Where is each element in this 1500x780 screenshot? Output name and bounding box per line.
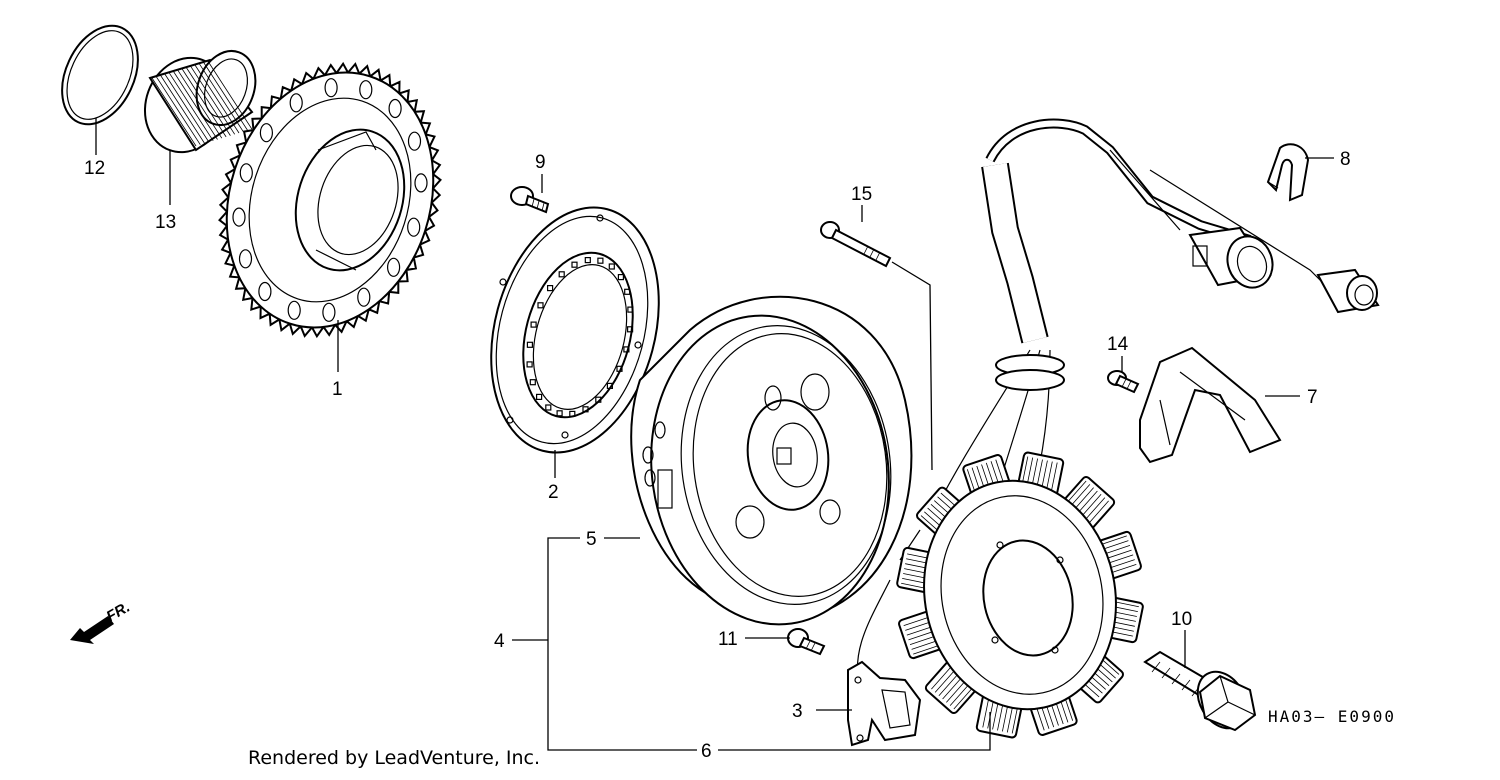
callout-5: 5	[586, 529, 597, 550]
clutch-roller	[571, 261, 578, 268]
clutch-roller	[569, 410, 576, 417]
clutch-roller	[584, 257, 591, 264]
callout-12: 12	[84, 158, 105, 179]
needle-roller	[151, 77, 197, 147]
clutch-roller	[626, 326, 634, 333]
part-5-flywheel-rotor[interactable]	[630, 295, 913, 640]
callout-11: 11	[718, 629, 738, 650]
gear-hole	[239, 163, 253, 183]
callout-14: 14	[1107, 334, 1129, 355]
callout-8: 8	[1340, 149, 1351, 170]
clutch-roller	[526, 361, 533, 368]
clutch-roller	[623, 346, 630, 353]
clutch-roller	[595, 396, 602, 403]
part-1-starter-driven-gear[interactable]	[195, 45, 466, 354]
connector-small[interactable]	[1316, 268, 1380, 314]
callout-6: 6	[701, 741, 712, 762]
clutch-roller	[617, 274, 625, 281]
connector-large[interactable]	[1188, 226, 1280, 294]
part-13-needle-bearing[interactable]	[132, 43, 265, 164]
needle-roller	[198, 63, 244, 132]
needle-roller	[186, 67, 231, 136]
needle-roller	[181, 68, 227, 138]
clutch-roller	[616, 365, 623, 372]
part-14-screw[interactable]	[1107, 370, 1140, 394]
gear-hole	[289, 93, 303, 113]
needle-roller	[190, 66, 236, 135]
callout-9: 9	[535, 152, 546, 173]
clutch-roller	[597, 257, 604, 264]
part-11-bolt[interactable]	[787, 628, 826, 656]
clutch-roller	[529, 379, 536, 386]
gear-hole	[322, 302, 336, 322]
callout-labels: 12 13 1 2 9 15 8 14 7 10 11 3 5 4 6	[84, 149, 1351, 762]
clutch-roller	[546, 285, 554, 292]
clutch-roller	[558, 271, 565, 278]
part-8-clamp[interactable]	[1266, 143, 1310, 202]
direction-arrow-icon: FR.	[70, 599, 133, 644]
gear-hole	[238, 249, 253, 269]
clutch-roller	[606, 382, 614, 389]
clutch-roller	[556, 410, 563, 417]
part-15-long-bolt[interactable]	[820, 221, 892, 268]
part-2-starter-clutch[interactable]	[465, 189, 684, 472]
callout-13: 13	[155, 212, 176, 233]
render-credit: Rendered by LeadVenture, Inc.	[248, 747, 540, 769]
clutch-roller	[526, 341, 534, 348]
needle-roller	[164, 73, 210, 143]
wire-harness[interactable]	[856, 118, 1331, 691]
leader-lines	[95, 118, 1334, 751]
gear-hole	[407, 217, 421, 237]
needle-roller	[173, 71, 218, 140]
clutch-roller	[545, 404, 552, 411]
part-12-snap-ring[interactable]	[47, 14, 153, 137]
callout-10: 10	[1171, 609, 1192, 630]
clutch-roller	[582, 406, 589, 413]
clutch-roller	[624, 288, 631, 295]
drawing-code: HA03– E0900	[1268, 707, 1396, 726]
clutch-roller	[530, 321, 537, 328]
clutch-roller	[535, 393, 543, 400]
gear-hole	[324, 78, 338, 98]
gear-hole	[287, 300, 301, 320]
gear-hole	[407, 131, 422, 151]
gear-hole	[359, 80, 373, 100]
part-9-bolt[interactable]	[510, 186, 550, 214]
callout-2: 2	[548, 482, 559, 503]
gear-hole	[357, 287, 371, 307]
callout-3: 3	[792, 701, 803, 722]
needle-roller	[160, 75, 205, 144]
needle-roller	[177, 69, 223, 139]
callout-15: 15	[851, 184, 872, 205]
part-7-wire-guide[interactable]	[1139, 346, 1282, 464]
part-10-flange-bolt[interactable]	[1143, 650, 1257, 737]
needle-roller	[168, 72, 214, 142]
needle-roller	[203, 62, 248, 131]
needle-roller	[207, 60, 253, 130]
needle-roller	[194, 64, 240, 134]
clutch-roller	[537, 302, 544, 309]
gear-hole	[387, 257, 401, 277]
callout-1: 1	[332, 379, 343, 400]
gear-hole	[232, 207, 246, 227]
gear-hole	[259, 123, 273, 143]
part-3-pulse-generator[interactable]	[847, 660, 922, 747]
gear-hole	[414, 173, 428, 193]
part-6-stator[interactable]	[896, 451, 1144, 739]
gear-hole	[258, 281, 272, 302]
clutch-roller	[627, 306, 634, 313]
clutch-roller	[608, 263, 615, 270]
gear-hole	[388, 98, 402, 119]
callout-4: 4	[494, 631, 505, 652]
callout-7: 7	[1307, 387, 1318, 408]
needle-roller	[155, 76, 201, 145]
